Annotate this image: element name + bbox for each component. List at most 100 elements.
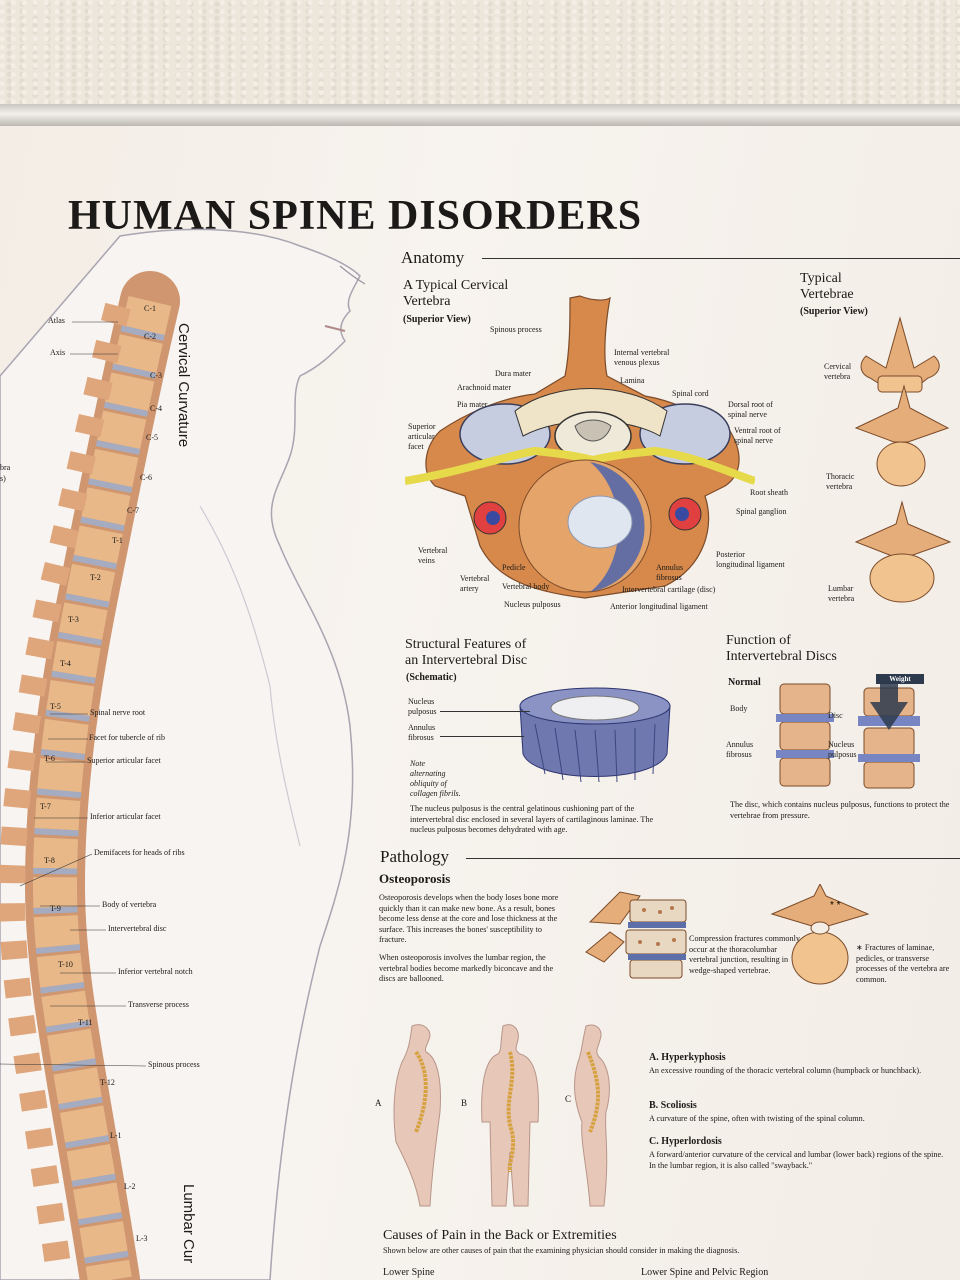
figure-label-a: A [375, 1098, 382, 1108]
label-lamina: Lamina [620, 376, 645, 385]
part-label: Transverse process [128, 1000, 189, 1009]
vertebra-label: C-2 [144, 332, 156, 341]
normal-label: Normal [728, 677, 761, 688]
label-axis: Axis [50, 348, 66, 357]
hyperlordosis-text: A forward/anterior curvature of the cerv… [649, 1150, 944, 1170]
torso-illustration [0, 228, 366, 1280]
vertebra-label: T-2 [90, 573, 101, 582]
label-atlas: Atlas [48, 316, 65, 325]
vertebra-label: C-6 [140, 473, 152, 482]
leader-lines [0, 321, 147, 1067]
vertebral-column-drawing [0, 271, 180, 1280]
part-label: Body of vertebra [102, 900, 157, 909]
vertebra-label: T-12 [100, 1078, 115, 1087]
part-label: Spinous process [148, 1060, 200, 1069]
vertebra-label: L-1 [110, 1131, 122, 1140]
textured-wall [0, 0, 960, 112]
vertebra-label: C-7 [127, 506, 139, 515]
vertebra-label: L-3 [136, 1234, 148, 1243]
part-label: Spinal nerve root [90, 708, 146, 717]
scoliosis-text: A curvature of the spine, often with twi… [649, 1114, 865, 1123]
label-annulus-fibrosus: Annulus fibrosus [656, 563, 684, 582]
hyperkyphosis-title: A. Hyperkyphosis [649, 1052, 726, 1063]
label-vertebral-body: Vertebral body [502, 582, 550, 591]
label-arachnoid-mater: Arachnoid mater [457, 383, 511, 392]
label-dura-mater: Dura mater [495, 369, 532, 378]
osteoporosis-text: Osteoporosis develops when the body lose… [379, 893, 559, 944]
disc-caption: The nucleus pulposus is the central gela… [410, 804, 654, 834]
disc-function-title: Function of Intervertebral Discs [726, 633, 837, 664]
part-label: Inferior articular facet [90, 812, 161, 821]
label-vertebral-veins: Vertebral veins [418, 546, 448, 565]
vertebra-label: C-4 [150, 404, 162, 413]
heading-rule [482, 258, 960, 259]
label-lumbar-vertebra: Lumbar vertebra [828, 584, 855, 603]
label-nucleus-pulposus: Nucleus pulposus [504, 600, 561, 609]
vertebra-label: T-3 [68, 615, 79, 624]
leader-line [440, 736, 524, 737]
function-label-body: Body [730, 704, 748, 713]
disc-features-title: Structural Features of an Intervertebral… [405, 637, 528, 668]
part-label: Facet for tubercle of rib [89, 733, 165, 742]
typical-vertebrae-drawings [854, 316, 952, 603]
curvature-figures [393, 1024, 610, 1207]
poster-frame [0, 104, 960, 126]
vertebra-label: L-2 [124, 1182, 136, 1191]
cervical-view-label: (Superior View) [403, 314, 471, 325]
lumbar-curvature-label: Lumbar Cur [180, 1184, 197, 1264]
label-dorsal-root: Dorsal root of spinal nerve [728, 400, 773, 419]
label-ventral-root: Ventral root of spinal nerve [734, 426, 781, 445]
heading-rule [466, 858, 960, 859]
label-venous-plexus: Internal vertebral venous plexus [614, 348, 670, 367]
label-pedicle: Pedicle [502, 563, 526, 572]
lower-spine-heading: Lower Spine [383, 1267, 435, 1278]
weight-label: Weight [876, 674, 924, 684]
leader-line [440, 711, 530, 712]
part-label: Superior articular facet [87, 756, 161, 765]
label-root-sheath: Root sheath [750, 488, 788, 497]
hyperkyphosis-text: An excessive rounding of the thoracic ve… [649, 1066, 922, 1075]
label-cervical-vertebra: Cervical vertebra [824, 362, 852, 381]
vertebra-label: C-5 [146, 433, 158, 442]
vertebra-label: T-10 [58, 960, 73, 969]
part-label: Intervertebral disc [108, 924, 167, 933]
svg-text:* *: * * [830, 900, 841, 911]
function-caption: The disc, which contains nucleus pulposu… [730, 800, 950, 820]
label-pia-mater: Pia mater [457, 400, 488, 409]
cervical-vertebra-title: A Typical Cervical Vertebra [403, 278, 509, 309]
pathology-heading: Pathology [380, 847, 449, 866]
vertebra-label: T-11 [78, 1018, 93, 1027]
figure-label-c: C [565, 1094, 572, 1104]
label-intervertebral-cartilage: Intervertebral cartilage (disc) [622, 585, 716, 594]
disc-label-annulus: Annulus fibrosus [408, 723, 436, 742]
label-vertebral-artery: Vertebral artery [460, 574, 490, 593]
function-label-nucleus: Nucleus pulposus [828, 740, 857, 759]
vertebra-label: T-1 [112, 536, 123, 545]
part-label: Inferior vertebral notch [118, 967, 193, 976]
fractures-note: ∗ Fractures of laminae, pedicles, or tra… [856, 943, 950, 984]
hyperlordosis-title: C. Hyperlordosis [649, 1136, 722, 1147]
lower-spine-pelvic-heading: Lower Spine and Pelvic Region [641, 1267, 769, 1278]
figure-label-b: B [461, 1098, 468, 1108]
label-spinal-ganglion: Spinal ganglion [736, 507, 787, 516]
causes-subtitle: Shown below are other causes of pain tha… [383, 1246, 740, 1255]
function-label-disc: Disc [828, 711, 843, 720]
scoliosis-title: B. Scoliosis [649, 1100, 697, 1111]
anatomy-heading: Anatomy [401, 248, 465, 267]
causes-title: Causes of Pain in the Back or Extremitie… [383, 1228, 617, 1243]
disc-schematic-label: (Schematic) [406, 672, 457, 683]
label-posterior-ligament: Posterior longitudinal ligament [716, 550, 785, 569]
vertebra-label: C-3 [150, 371, 162, 380]
vertebra-label: T-4 [60, 659, 71, 668]
vertebra-label: T-8 [44, 856, 55, 865]
vertebra-label: T-7 [40, 802, 51, 811]
vertebra-label: T-9 [50, 904, 61, 913]
label-thoracic-vertebra: Thoracic vertebra [826, 472, 855, 491]
typical-view-label: (Superior View) [800, 306, 868, 317]
anatomy-poster: HUMAN SPINE DISORDERS Atlas Axis bra s) … [0, 126, 960, 1280]
disc-schematic-diagram [519, 687, 671, 783]
label-anterior-ligament: Anterior longitudinal ligament [610, 602, 708, 611]
osteoporosis-title: Osteoporosis [379, 871, 451, 886]
label-spinous-process: Spinous process [490, 325, 542, 334]
part-label: Demifacets for heads of ribs [94, 848, 185, 857]
